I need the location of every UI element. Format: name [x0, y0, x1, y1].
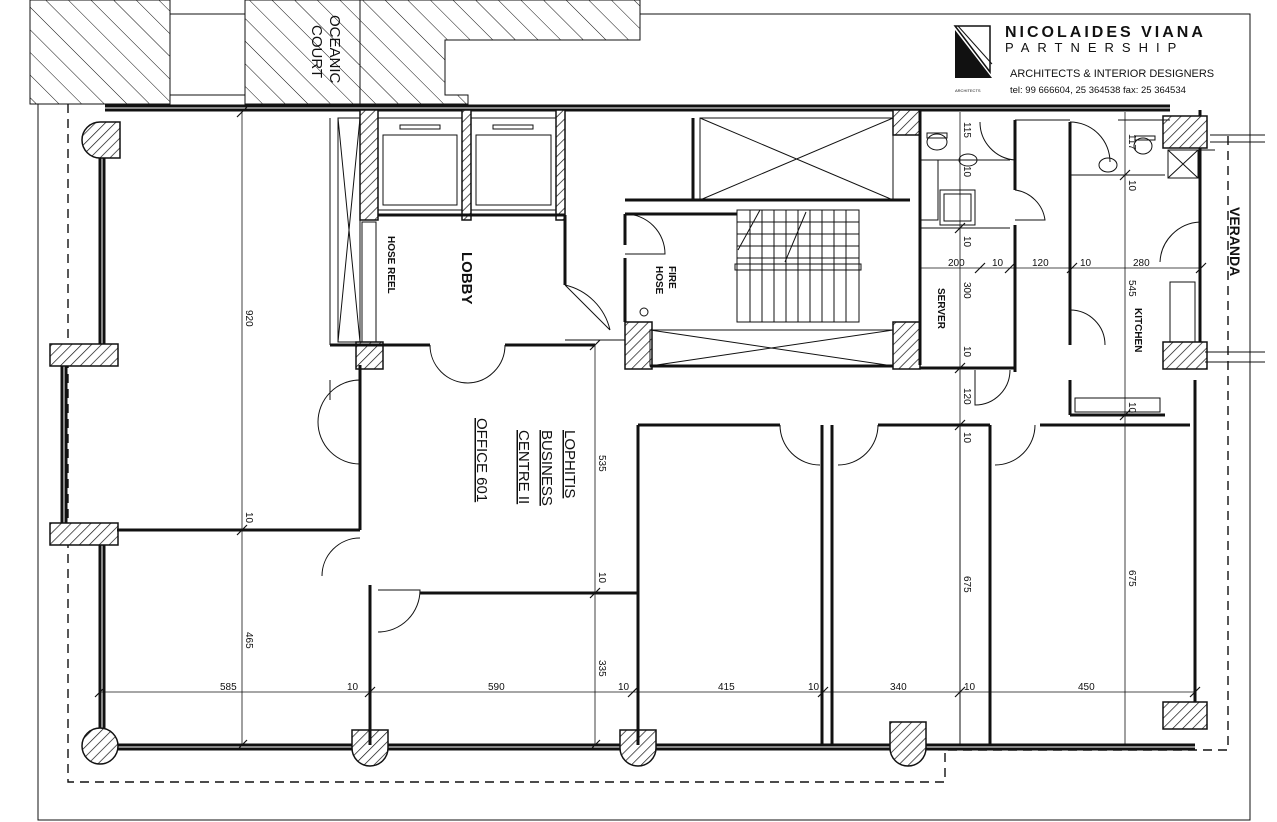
dimension-label: 585: [220, 682, 237, 693]
dimension-label: 415: [718, 682, 735, 693]
dimension-label: 335: [596, 660, 607, 677]
dimension-label: 10: [243, 512, 254, 524]
room-label-hose-reel: HOSE REEL: [385, 236, 396, 294]
dimension-label: 120: [961, 388, 972, 405]
room-label-veranda: VERANDA: [1227, 207, 1243, 276]
outer-walls: [60, 104, 1202, 751]
office-partitions: [117, 365, 1190, 745]
dimension-label: 920: [243, 310, 254, 327]
dimension-label: 675: [1126, 570, 1137, 587]
dimension-label: 117: [1126, 134, 1137, 150]
dimension-labels: 920 10 465 535 10 335 585 10 590 10 415 …: [220, 122, 1150, 693]
office-label-line1: LOPHITIS: [561, 430, 578, 498]
dimension-label: 590: [488, 682, 505, 693]
dimension-label: 535: [596, 455, 607, 472]
dimension-label: 120: [1032, 258, 1049, 269]
stair-core: [623, 117, 910, 368]
office-label-line2: BUSINESS: [538, 430, 555, 506]
dimension-label: 450: [1078, 682, 1095, 693]
office-label-line3: CENTRE II: [515, 430, 532, 504]
dimension-label: 10: [1126, 402, 1137, 414]
dimension-label: 10: [596, 572, 607, 584]
hose-reel-cabinet: [329, 117, 377, 345]
dimension-label: 10: [964, 682, 976, 693]
dimension-lines: [94, 106, 1207, 751]
dimension-label: 675: [961, 576, 972, 593]
firm-contact: tel: 99 666604, 25 364538 fax: 25 364534: [1010, 85, 1186, 96]
neighbour-label-line1: OCEANIC: [326, 15, 343, 84]
dimension-label: 10: [992, 258, 1004, 269]
neighbour-label-line2: COURT: [308, 25, 325, 78]
dimension-label: 10: [347, 682, 359, 693]
dimension-label: 10: [808, 682, 820, 693]
dimension-label: 545: [1126, 280, 1137, 297]
dimension-label: 280: [1133, 258, 1150, 269]
room-label-server: SERVER: [935, 288, 946, 330]
dimension-label: 340: [890, 682, 907, 693]
room-label-kitchen: KITCHEN: [1132, 308, 1143, 352]
firm-logo: [953, 25, 993, 78]
lift-shafts: [377, 117, 565, 217]
dimension-label: 115: [961, 122, 972, 138]
dimension-label: 465: [243, 632, 254, 649]
office-label-line4: OFFICE 601: [473, 418, 490, 502]
dimension-label: 10: [961, 346, 972, 358]
dimension-label: 10: [1126, 180, 1137, 192]
firm-tagline: ARCHITECTS & INTERIOR DESIGNERS: [1010, 68, 1214, 80]
room-label-lobby: LOBBY: [458, 252, 475, 305]
firm-name-line1: NICOLAIDES VIANA: [1005, 24, 1206, 41]
dimension-label: 200: [948, 258, 965, 269]
neighbour-building: [29, 0, 641, 105]
dimension-label: 10: [961, 236, 972, 248]
structural-columns: [49, 109, 1208, 767]
dimension-label: 10: [961, 432, 972, 444]
dimension-label: 10: [1080, 258, 1092, 269]
stair-treads: [734, 209, 862, 322]
dimension-label: 10: [961, 166, 972, 178]
drawing-border: [37, 13, 1251, 821]
dimension-label: 10: [618, 682, 630, 693]
firm-name-line2: PARTNERSHIP: [1005, 40, 1184, 55]
dimension-label: 300: [961, 282, 972, 299]
logo-small-text: ARCHITECTS: [955, 88, 981, 93]
room-label-fire-hose-2: HOSE: [653, 266, 664, 295]
lobby-walls: [330, 110, 625, 384]
site-boundary: [67, 104, 1229, 783]
room-label-fire-hose-1: FIRE: [666, 266, 677, 289]
service-rooms: [918, 110, 1265, 417]
